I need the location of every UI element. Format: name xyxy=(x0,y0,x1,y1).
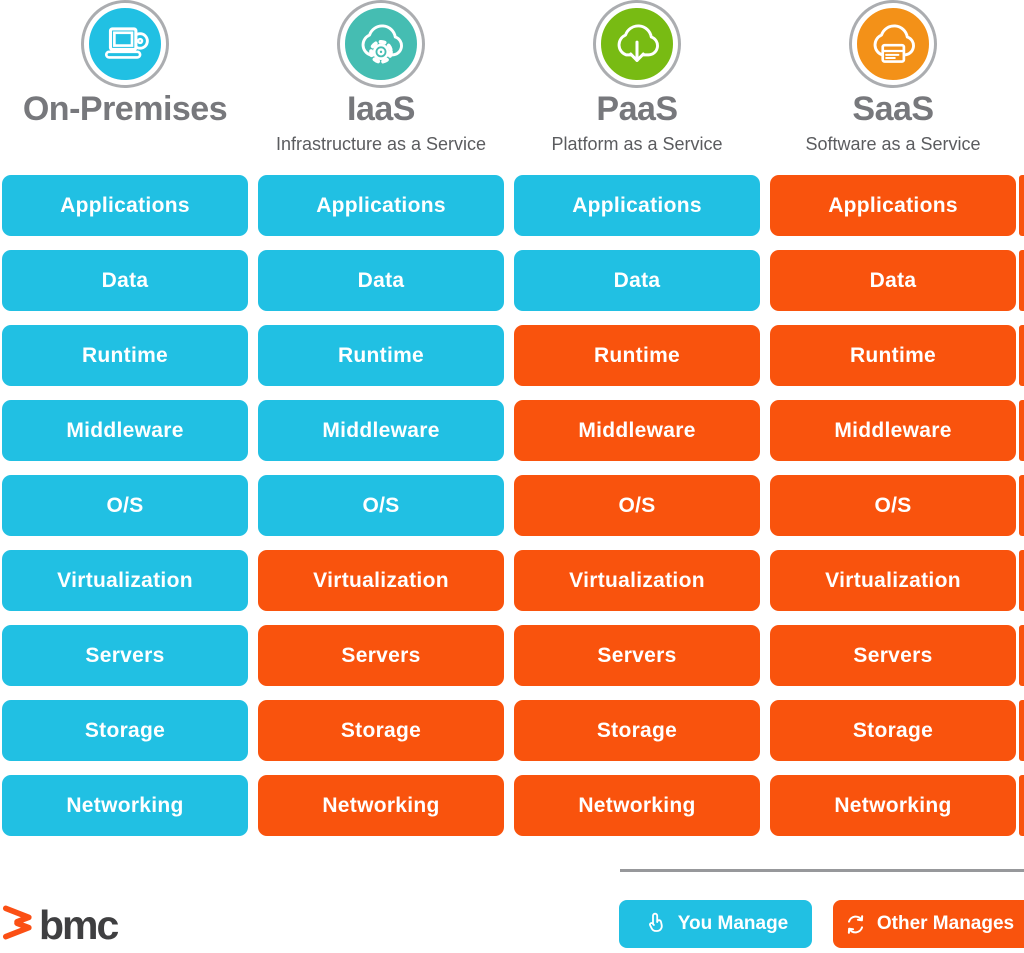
cell-on-premises-virtualization: Virtualization xyxy=(2,550,248,611)
cell-paas-networking: Networking xyxy=(514,775,760,836)
cell-paas-o-s: O/S xyxy=(514,475,760,536)
cell-iaas-applications: Applications xyxy=(258,175,504,236)
cell-saas-applications: Applications xyxy=(770,175,1016,236)
legend-other-manages: Other Manages xyxy=(833,900,1024,948)
cell-iaas-networking: Networking xyxy=(258,775,504,836)
cell-iaas-storage: Storage xyxy=(258,700,504,761)
column-header-saas: SaaS Software as a Service xyxy=(770,0,1016,153)
cell-paas-data: Data xyxy=(514,250,760,311)
cell-paas-runtime: Runtime xyxy=(514,325,760,386)
cell-saas-data: Data xyxy=(770,250,1016,311)
edge-sliver-virtualization xyxy=(1019,550,1024,611)
legend-other-manages-label: Other Manages xyxy=(876,913,1015,934)
cloud-window-icon xyxy=(864,15,922,73)
bmc-logo: bmc xyxy=(2,901,119,948)
cell-on-premises-middleware: Middleware xyxy=(2,400,248,461)
cell-on-premises-applications: Applications xyxy=(2,175,248,236)
edge-sliver-networking xyxy=(1019,775,1024,836)
edge-sliver-servers xyxy=(1019,625,1024,686)
on-premises-badge xyxy=(84,3,166,85)
cell-on-premises-storage: Storage xyxy=(2,700,248,761)
cell-iaas-data: Data xyxy=(258,250,504,311)
edge-sliver-runtime xyxy=(1019,325,1024,386)
column-header-paas: PaaS Platform as a Service xyxy=(514,0,760,153)
bmc-wordmark: bmc xyxy=(39,901,119,948)
column-title: SaaS xyxy=(852,90,934,128)
cell-saas-storage: Storage xyxy=(770,700,1016,761)
column-title: IaaS xyxy=(347,90,415,128)
cell-paas-storage: Storage xyxy=(514,700,760,761)
column-title: On-Premises xyxy=(22,90,228,128)
edge-sliver-o-s xyxy=(1019,475,1024,536)
saas-badge xyxy=(852,3,934,85)
bmc-mark-icon xyxy=(2,904,34,946)
cloud-gear-icon xyxy=(352,15,410,73)
edge-sliver-middleware xyxy=(1019,400,1024,461)
iaas-badge xyxy=(340,3,422,85)
refresh-arrows-icon xyxy=(843,912,868,937)
paas-badge xyxy=(596,3,678,85)
cell-iaas-middleware: Middleware xyxy=(258,400,504,461)
cell-paas-virtualization: Virtualization xyxy=(514,550,760,611)
column-header-on-premises: On-Premises xyxy=(2,0,248,153)
cell-on-premises-networking: Networking xyxy=(2,775,248,836)
column-headers: On-Premises IaaS Infrastructure as a Ser… xyxy=(2,0,1016,153)
cell-paas-servers: Servers xyxy=(514,625,760,686)
column-subtitle: Platform as a Service xyxy=(551,133,723,154)
cell-iaas-virtualization: Virtualization xyxy=(258,550,504,611)
hand-click-icon xyxy=(643,911,669,937)
edge-sliver-data xyxy=(1019,250,1024,311)
column-subtitle: Software as a Service xyxy=(805,133,981,154)
cell-on-premises-servers: Servers xyxy=(2,625,248,686)
cell-saas-runtime: Runtime xyxy=(770,325,1016,386)
laptop-icon xyxy=(96,15,154,73)
column-header-iaas: IaaS Infrastructure as a Service xyxy=(258,0,504,153)
cell-on-premises-runtime: Runtime xyxy=(2,325,248,386)
cell-iaas-runtime: Runtime xyxy=(258,325,504,386)
cell-saas-o-s: O/S xyxy=(770,475,1016,536)
edge-sliver-applications xyxy=(1019,175,1024,236)
cloud-download-icon xyxy=(608,15,666,73)
cell-on-premises-o-s: O/S xyxy=(2,475,248,536)
cell-iaas-servers: Servers xyxy=(258,625,504,686)
column-title: PaaS xyxy=(596,90,678,128)
legend-divider xyxy=(620,869,1024,872)
cell-paas-middleware: Middleware xyxy=(514,400,760,461)
column-subtitle: Infrastructure as a Service xyxy=(275,133,487,154)
cell-on-premises-data: Data xyxy=(2,250,248,311)
cell-saas-virtualization: Virtualization xyxy=(770,550,1016,611)
cell-saas-servers: Servers xyxy=(770,625,1016,686)
cell-saas-networking: Networking xyxy=(770,775,1016,836)
cell-paas-applications: Applications xyxy=(514,175,760,236)
legend-you-manage-label: You Manage xyxy=(677,913,789,934)
edge-sliver-storage xyxy=(1019,700,1024,761)
legend-you-manage: You Manage xyxy=(619,900,812,948)
cell-iaas-o-s: O/S xyxy=(258,475,504,536)
cell-saas-middleware: Middleware xyxy=(770,400,1016,461)
